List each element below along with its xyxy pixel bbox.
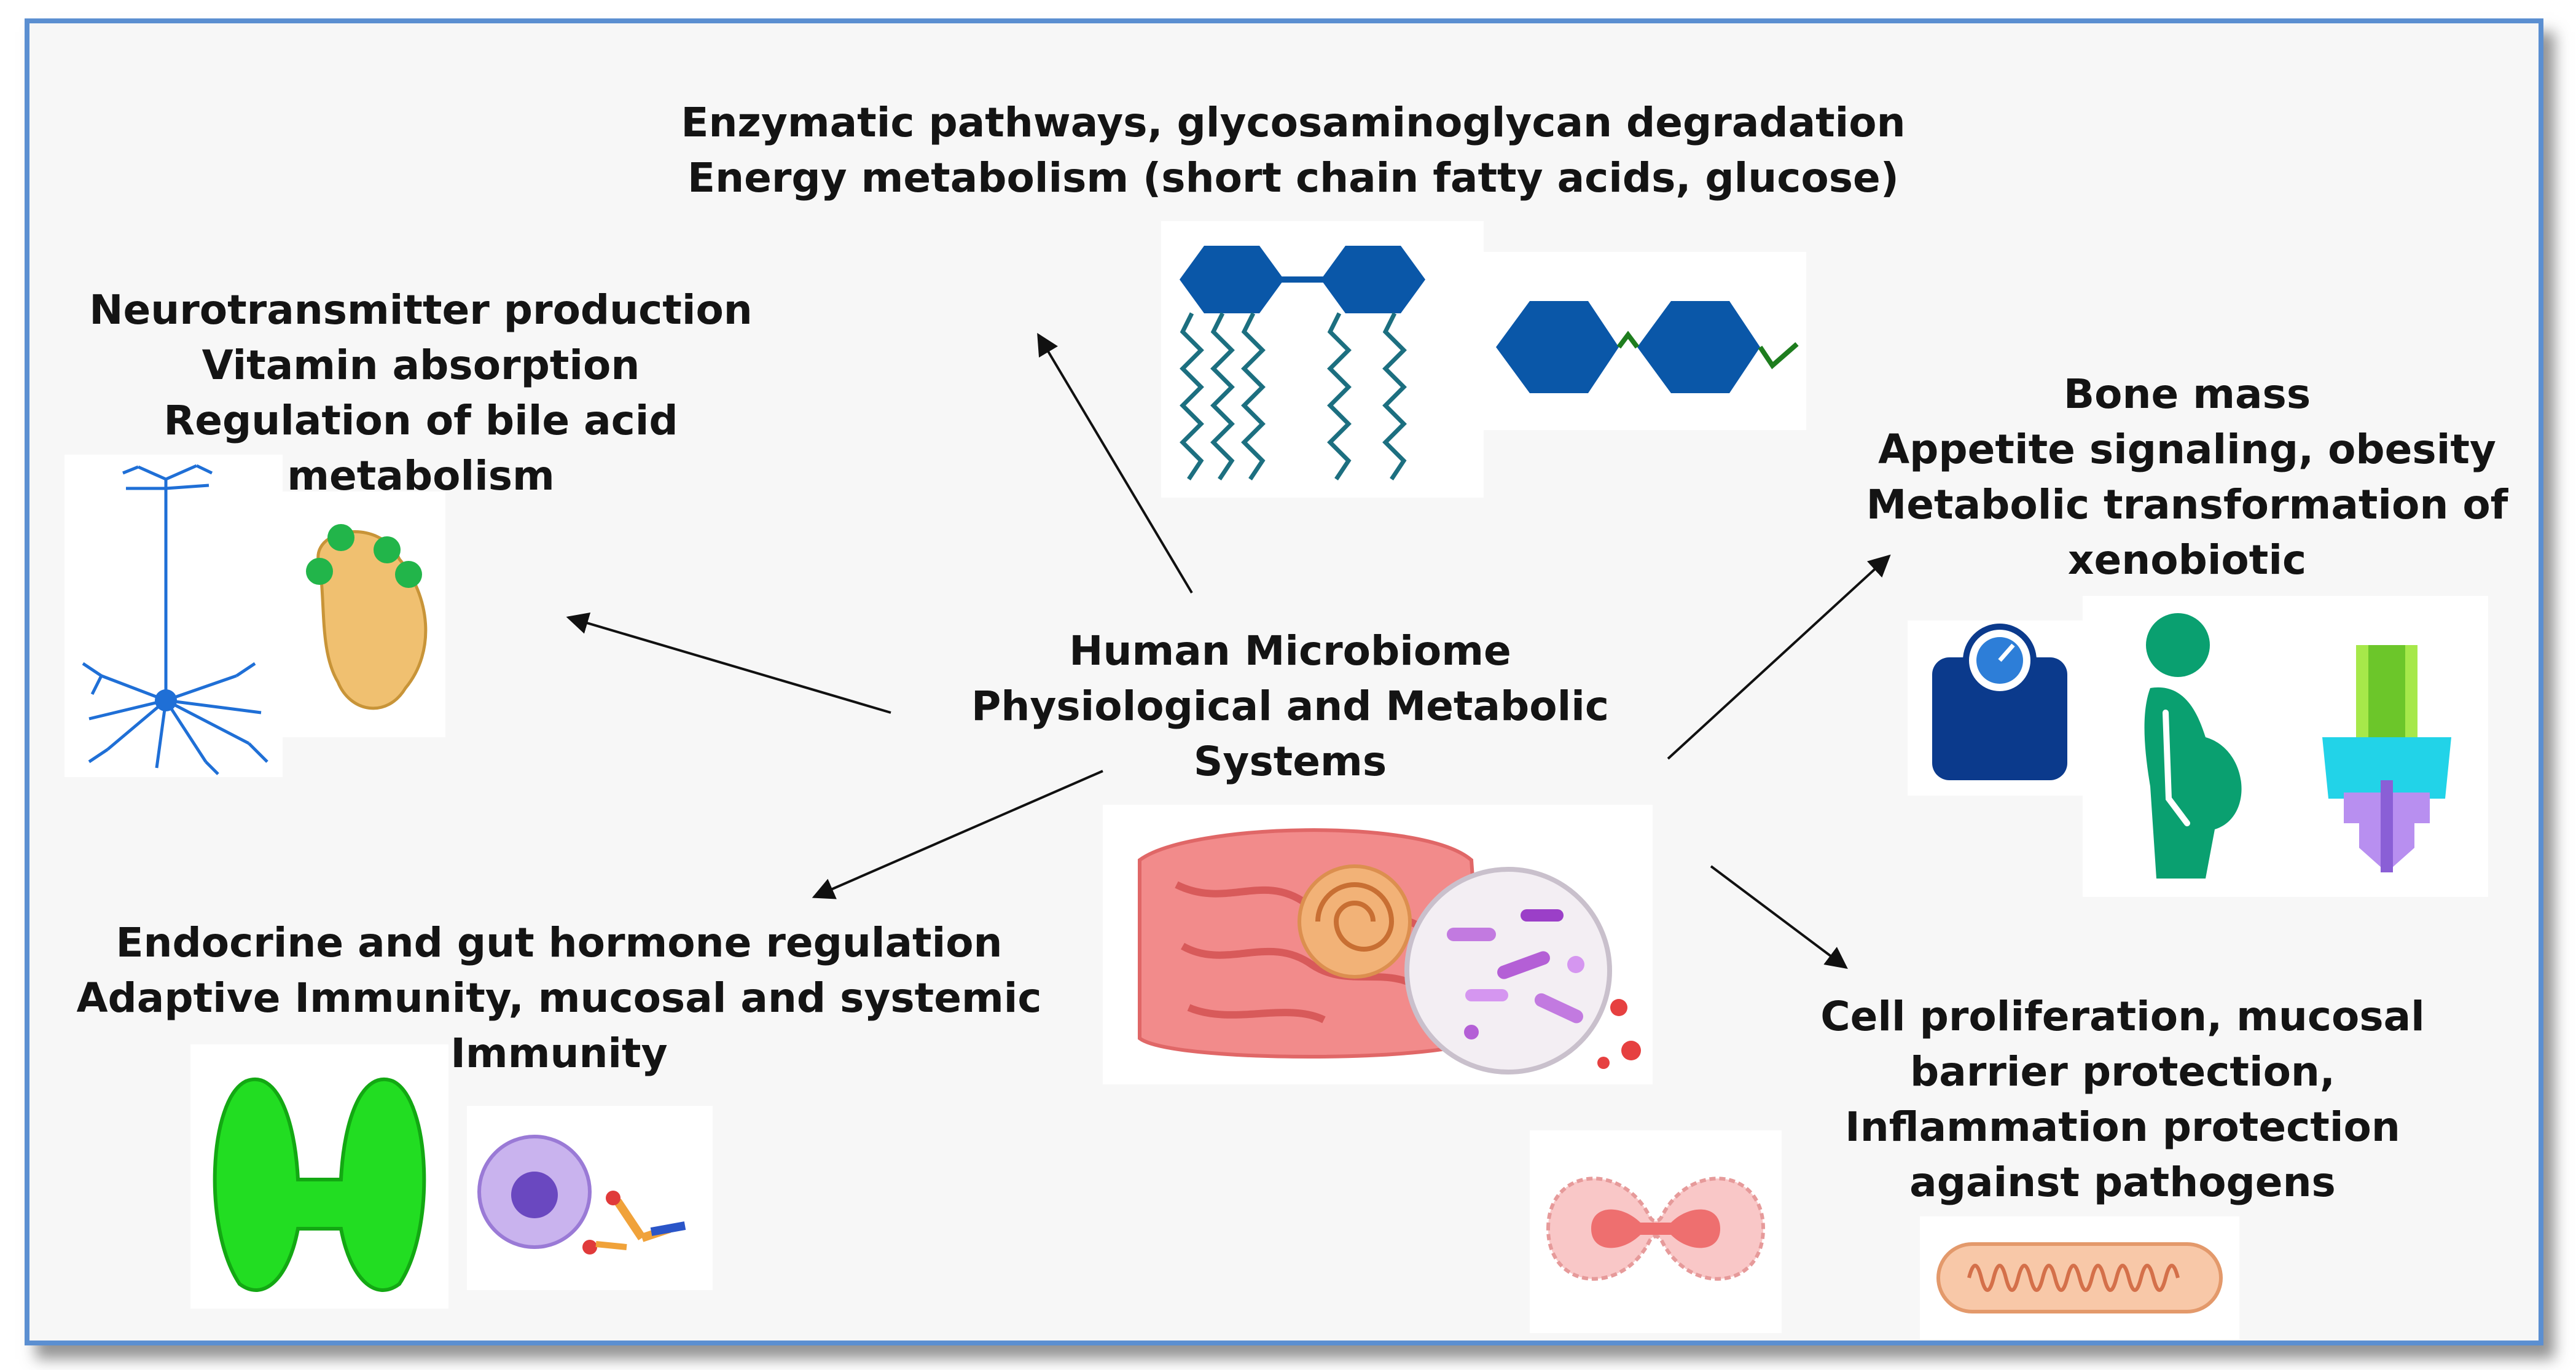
text-line: Systems — [1193, 738, 1387, 785]
top-text: Enzymatic pathways, glycosaminoglycan de… — [642, 95, 1944, 206]
fatty-acid-chain-icon — [1161, 221, 1484, 498]
pregnant-person-icon — [2083, 596, 2285, 897]
text-line: Human Microbiome — [1069, 627, 1511, 675]
text-line: Inflammation protection — [1845, 1103, 2400, 1151]
text-line: xenobiotic — [2067, 536, 2307, 584]
arrow-to-top — [1037, 332, 1193, 594]
text-line: Enzymatic pathways, glycosaminoglycan de… — [681, 99, 1906, 146]
immune-cell-antibody-icon — [467, 1106, 713, 1290]
text-line: Physiological and Metabolic — [971, 683, 1609, 730]
center-text: Human Microbiome Physiological and Metab… — [934, 624, 1646, 789]
text-line: Metabolic transformation of — [1866, 481, 2508, 528]
text-line: Cell proliferation, mucosal — [1820, 993, 2425, 1040]
gallbladder-icon — [283, 491, 445, 737]
enzyme-channel-icon — [2285, 596, 2488, 897]
bacterium-icon — [1920, 1216, 2239, 1339]
text-line: Appetite signaling, obesity — [1878, 426, 2496, 473]
upper-right-text: Bone mass Appetite signaling, obesity Me… — [1849, 367, 2525, 588]
text-line: against pathogens — [1909, 1159, 2336, 1206]
thyroid-icon — [190, 1044, 448, 1309]
glucose-chain-icon — [1484, 252, 1806, 430]
lower-left-text: Endocrine and gut hormone regulation Ada… — [55, 915, 1063, 1081]
text-line: Adaptive Immunity, mucosal and systemic — [76, 974, 1042, 1022]
text-line: Neurotransmitter production — [89, 286, 753, 334]
arrow-to-upper-left — [566, 612, 891, 714]
text-line: Regulation of bile acid — [163, 397, 678, 444]
text-line: Endocrine and gut hormone regulation — [115, 919, 1003, 966]
text-line: barrier protection, — [1910, 1048, 2335, 1095]
cell-division-icon — [1530, 1130, 1782, 1333]
neuron-icon — [65, 455, 283, 777]
arrow-to-lower-left — [812, 770, 1103, 899]
gut-microbiome-icon — [1103, 805, 1653, 1084]
arrow-to-lower-right — [1710, 865, 1848, 969]
upper-left-text: Neurotransmitter production Vitamin abso… — [49, 283, 793, 504]
arrow-to-upper-right — [1667, 554, 1891, 760]
lower-right-text: Cell proliferation, mucosal barrier prot… — [1785, 989, 2461, 1210]
weight-scale-icon — [1908, 620, 2086, 796]
text-line: Immunity — [450, 1030, 668, 1077]
text-line: Bone mass — [2063, 370, 2311, 418]
text-line: Energy metabolism (short chain fatty aci… — [687, 154, 1899, 202]
text-line: Vitamin absorption — [202, 342, 640, 389]
